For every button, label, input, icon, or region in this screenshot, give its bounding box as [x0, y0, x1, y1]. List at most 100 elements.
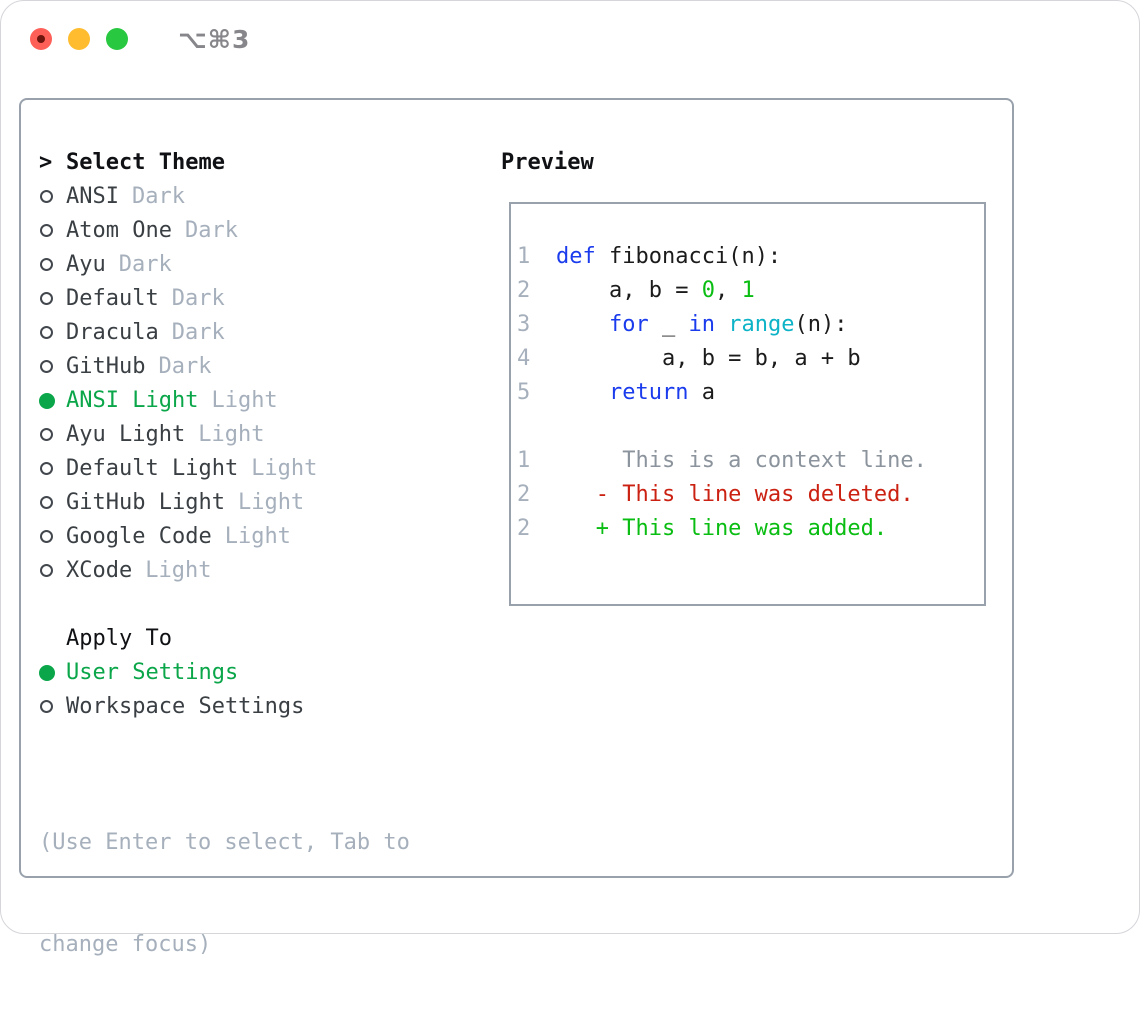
line-number [517, 410, 556, 444]
theme-name: Ayu Light [66, 422, 186, 447]
select-theme-title: Select Theme [66, 150, 225, 175]
token-plain: a, b = b, a + b [556, 346, 861, 371]
apply-to-header: Apply To [39, 622, 410, 656]
token-keyword: def [556, 244, 596, 269]
theme-variant-tag: Dark [158, 354, 212, 379]
theme-option-github[interactable]: GitHub Dark [39, 350, 410, 384]
line-number: 5 [517, 380, 531, 405]
apply-option-user-settings[interactable]: User Settings [39, 656, 410, 690]
hint-line-2: change focus) [39, 932, 212, 957]
theme-variant-tag: Dark [171, 320, 225, 345]
theme-option-ansi-light[interactable]: ANSI Light Light [39, 384, 410, 418]
theme-name: Default Light [66, 456, 239, 481]
code-line: 5 return a [517, 376, 984, 410]
code-line: 1 This is a context line. [517, 444, 984, 478]
radio-cell [39, 350, 66, 384]
theme-name: Dracula [66, 320, 159, 345]
radio-icon [40, 700, 53, 713]
code-line: 4 a, b = b, a + b [517, 342, 984, 376]
theme-variant-tag: Light [251, 456, 318, 481]
apply-to-title: Apply To [66, 626, 172, 651]
radio-icon [40, 360, 53, 373]
token-plain: a, b = [556, 278, 702, 303]
radio-icon [40, 326, 53, 339]
code-line: 2 a, b = 0, 1 [517, 274, 984, 308]
theme-variant-tag: Light [211, 388, 278, 413]
theme-variant-tag: Light [224, 524, 291, 549]
radio-icon [40, 530, 53, 543]
theme-variant-tag: Dark [118, 252, 172, 277]
theme-name: Default [66, 286, 159, 311]
theme-option-ansi[interactable]: ANSI Dark [39, 180, 410, 214]
theme-option-default[interactable]: Default Dark [39, 282, 410, 316]
token-number: 0 [701, 278, 715, 303]
minimize-button[interactable] [68, 28, 90, 50]
radio-icon [40, 258, 53, 271]
hint-line-1: (Use Enter to select, Tab to [39, 830, 410, 855]
theme-option-dracula[interactable]: Dracula Dark [39, 316, 410, 350]
radio-cell [39, 656, 66, 690]
token-context: This is a context line. [556, 448, 927, 473]
theme-name: ANSI [66, 184, 119, 209]
hint-text: (Use Enter to select, Tab to change focu… [39, 758, 410, 1030]
theme-name: ANSI Light [66, 388, 199, 413]
token-plain: fibonacci(n): [595, 244, 782, 269]
titlebar: ⌥⌘3 [30, 25, 250, 54]
theme-option-xcode[interactable]: XCode Light [39, 554, 410, 588]
token-added: + This line was added. [556, 516, 888, 541]
theme-name: XCode [66, 558, 133, 583]
token-plain: (n): [794, 312, 848, 337]
token-keyword: return [608, 380, 689, 405]
theme-variant-tag: Dark [131, 184, 185, 209]
close-button[interactable] [30, 28, 52, 50]
line-number: 2 [517, 516, 531, 541]
line-number: 3 [517, 312, 531, 337]
record-dot-icon [37, 35, 45, 43]
radio-icon [40, 564, 53, 577]
line-number: 2 [517, 482, 531, 507]
code-line [517, 410, 984, 444]
token-function: range [728, 312, 795, 337]
theme-option-default-light[interactable]: Default Light Light [39, 452, 410, 486]
radio-icon [39, 393, 55, 409]
token-deleted: - This line was deleted. [556, 482, 914, 507]
line-number: 4 [517, 346, 531, 371]
apply-option-label: User Settings [66, 660, 239, 685]
apply-option-workspace-settings[interactable]: Workspace Settings [39, 690, 410, 724]
token-plain: , [714, 278, 742, 303]
token-keyword: in [688, 312, 715, 337]
token-plain [556, 376, 609, 410]
theme-name: Atom One [66, 218, 172, 243]
radio-icon [40, 428, 53, 441]
theme-variant-tag: Light [145, 558, 212, 583]
radio-cell [39, 384, 66, 418]
radio-cell [39, 690, 66, 724]
theme-variant-tag: Light [237, 490, 305, 515]
radio-cell [39, 486, 66, 520]
radio-cell [39, 248, 66, 282]
radio-cell [39, 316, 66, 350]
radio-icon [40, 292, 53, 305]
zoom-button[interactable] [106, 28, 128, 50]
code-line: 2 - This line was deleted. [517, 478, 984, 512]
line-number: 2 [517, 278, 531, 303]
theme-name: GitHub [66, 354, 146, 379]
theme-name: GitHub Light [66, 490, 225, 515]
code-line: 3 for _ in range(n): [517, 308, 984, 342]
theme-variant-tag: Dark [171, 286, 225, 311]
line-number: 1 [517, 448, 531, 473]
radio-icon [39, 665, 55, 681]
theme-option-github-light[interactable]: GitHub Light Light [39, 486, 410, 520]
radio-cell [39, 180, 66, 214]
